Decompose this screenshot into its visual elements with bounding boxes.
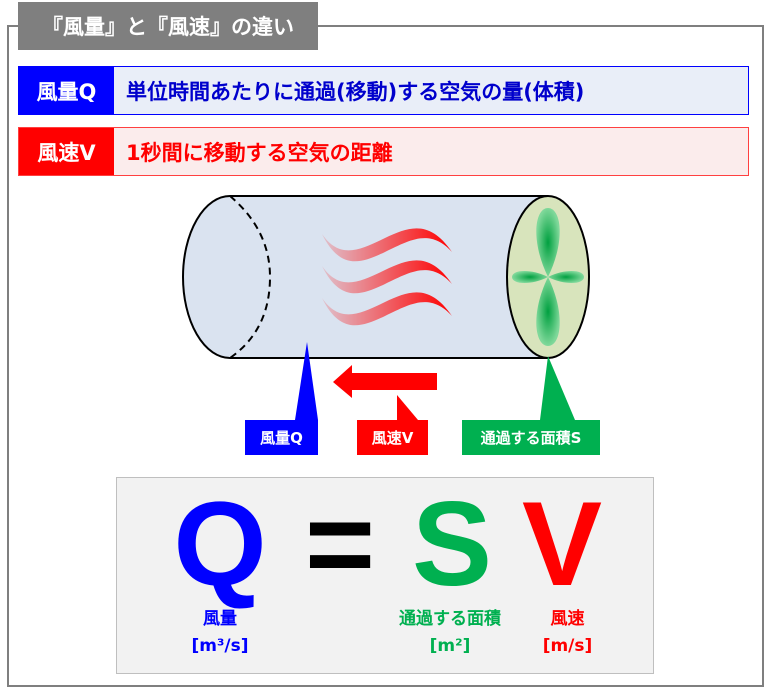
flow-rate-pointer bbox=[295, 342, 318, 420]
velocity-unit: [m/s] bbox=[542, 636, 593, 656]
flow-rate-caption: 風量 [m³/s] bbox=[160, 606, 280, 660]
velocity-name: 風速 bbox=[550, 609, 585, 629]
title-tab: 『風量』と『風速』の違い bbox=[18, 2, 318, 50]
cylinder bbox=[182, 195, 590, 359]
formula-box bbox=[116, 477, 654, 674]
area-unit: [m²] bbox=[429, 636, 471, 656]
definition-velocity: 風速V 1秒間に移動する空気の距離 bbox=[18, 127, 749, 176]
flow-rate-callout: 風量Q bbox=[245, 420, 318, 455]
formula-q: Q bbox=[173, 477, 267, 611]
area-name: 通過する面積 bbox=[399, 609, 501, 629]
definition-flow-rate: 風量Q 単位時間あたりに通過(移動)する空気の量(体積) bbox=[18, 66, 749, 115]
flow-rate-name: 風量 bbox=[203, 609, 237, 629]
airflow-waves-icon bbox=[322, 228, 452, 326]
area-pointer bbox=[540, 356, 575, 420]
area-callout: 通過する面積S bbox=[462, 420, 600, 455]
formula-s: S bbox=[411, 477, 493, 611]
velocity-callout: 風速V bbox=[357, 420, 428, 455]
formula-equals: = bbox=[304, 477, 376, 611]
flow-rate-definition: 単位時間あたりに通過(移動)する空気の量(体積) bbox=[126, 79, 585, 104]
flow-rate-label: 風量Q bbox=[19, 67, 114, 114]
velocity-caption: 風速 [m/s] bbox=[525, 606, 610, 660]
formula-v: V bbox=[521, 477, 603, 611]
velocity-definition: 1秒間に移動する空気の距離 bbox=[126, 140, 393, 165]
fan-icon bbox=[512, 208, 584, 346]
outer-frame bbox=[7, 25, 764, 687]
velocity-label: 風速V bbox=[19, 128, 114, 175]
velocity-arrow-icon bbox=[333, 365, 437, 398]
area-caption: 通過する面積 [m²] bbox=[380, 606, 520, 660]
flow-rate-unit: [m³/s] bbox=[191, 636, 249, 656]
velocity-pointer bbox=[397, 395, 418, 420]
